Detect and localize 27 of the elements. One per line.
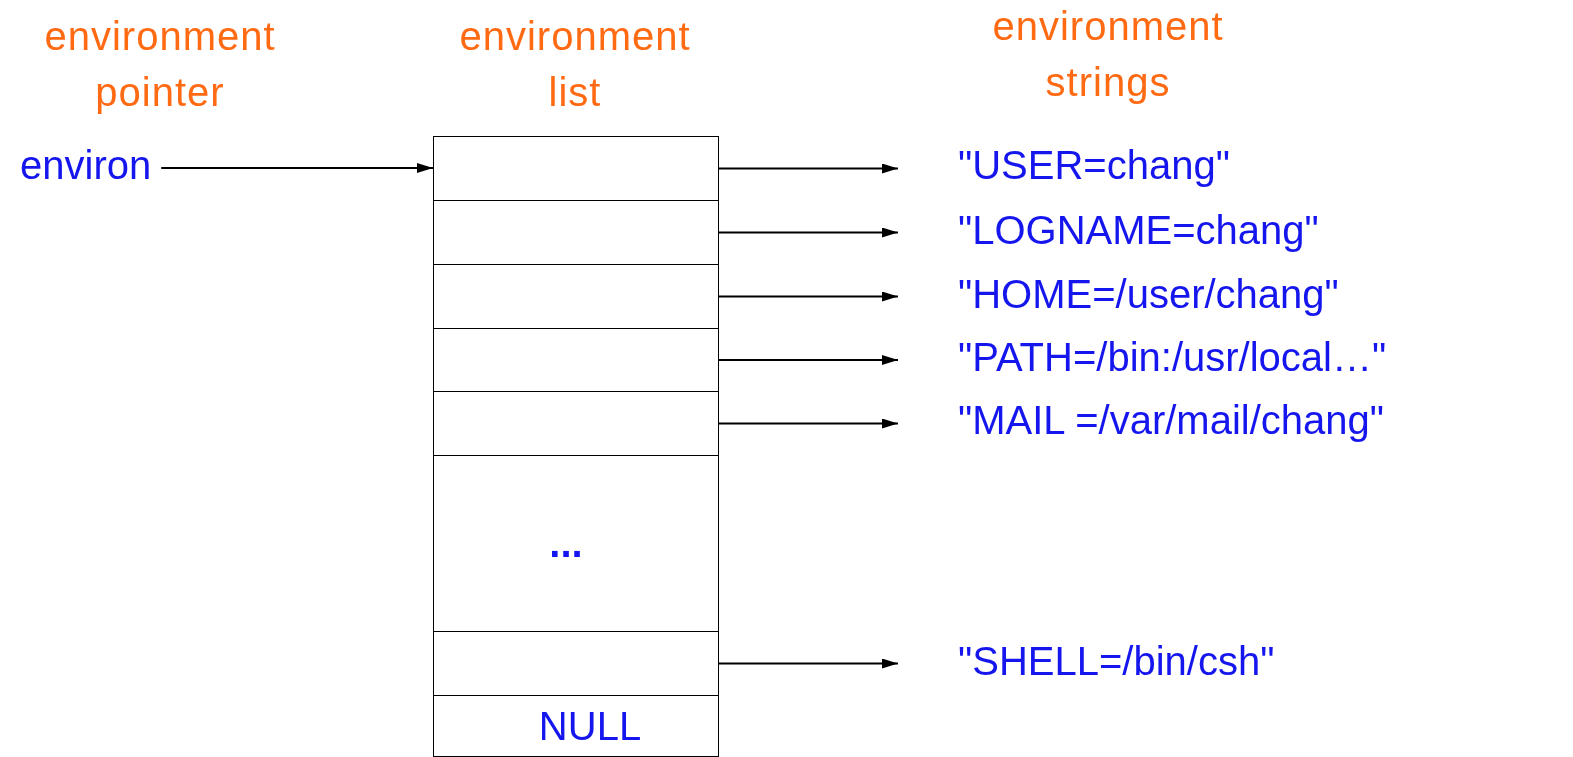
environment-string: "SHELL=/bin/csh" — [958, 637, 1275, 685]
list-cell-background — [433, 455, 719, 632]
environment-string: "PATH=/bin:/usr/local…" — [958, 333, 1387, 381]
arrow — [718, 355, 899, 365]
environment-string: "HOME=/user/chang" — [958, 270, 1339, 318]
null-marker: NULL — [538, 703, 642, 749]
list-cell — [433, 631, 719, 696]
arrow — [718, 227, 899, 238]
column-heading: environment strings — [991, 3, 1225, 106]
environment-string: "USER=chang" — [958, 141, 1230, 189]
pointer-name: environ — [20, 141, 152, 189]
arrow — [718, 291, 899, 302]
list-cell-background — [433, 695, 719, 757]
arrow — [160, 163, 434, 173]
list-cell — [433, 136, 719, 201]
list-cell — [433, 391, 719, 456]
arrow — [718, 418, 899, 429]
environment-string: "LOGNAME=chang" — [958, 206, 1319, 254]
column-heading: environment list — [458, 13, 692, 116]
column-heading: environment pointer — [43, 13, 277, 116]
environment-string: "MAIL =/var/mail/chang" — [958, 396, 1384, 444]
list-cell — [433, 328, 719, 392]
list-cell — [433, 200, 719, 265]
list-cell — [433, 264, 719, 329]
arrow — [718, 163, 899, 174]
ellipsis: ... — [549, 521, 583, 566]
arrow — [718, 658, 899, 669]
